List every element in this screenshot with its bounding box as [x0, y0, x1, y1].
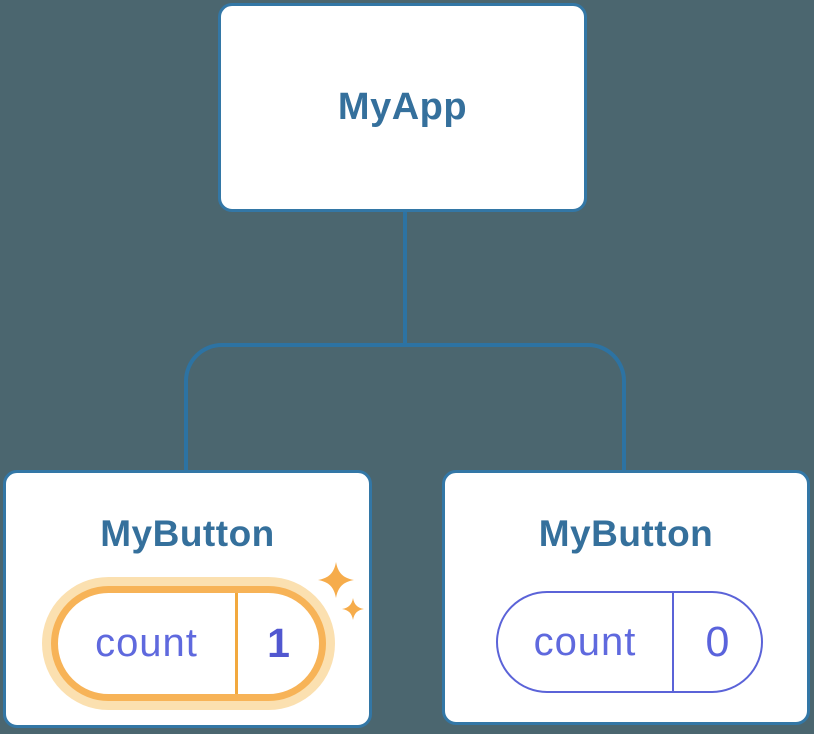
state-pill-plain: count 0	[496, 591, 763, 693]
state-value: 0	[705, 617, 730, 666]
state-pill-highlighted: count 1	[51, 586, 326, 701]
state-key-cell: count	[498, 593, 672, 691]
sparkle-icon	[342, 598, 364, 620]
connector-branch-line	[184, 343, 626, 473]
state-value-cell: 0	[674, 593, 761, 691]
state-value: 1	[267, 620, 290, 666]
sparkle-icon	[318, 562, 354, 598]
node-myapp-label: MyApp	[337, 86, 468, 128]
pill-divider	[672, 593, 674, 691]
state-value-cell: 1	[238, 593, 319, 694]
state-key-cell: count	[58, 593, 235, 694]
node-myapp: MyApp	[218, 3, 587, 212]
node-mybutton-left-label: MyButton	[100, 513, 275, 554]
state-key-label: count	[533, 619, 637, 664]
node-mybutton-right: MyButton count 0	[442, 470, 810, 725]
pill-divider	[235, 593, 238, 694]
node-mybutton-left: MyButton count 1	[3, 470, 372, 728]
connector-trunk-line	[403, 210, 407, 345]
state-key-label: count	[95, 621, 198, 665]
node-mybutton-right-label: MyButton	[538, 513, 714, 554]
